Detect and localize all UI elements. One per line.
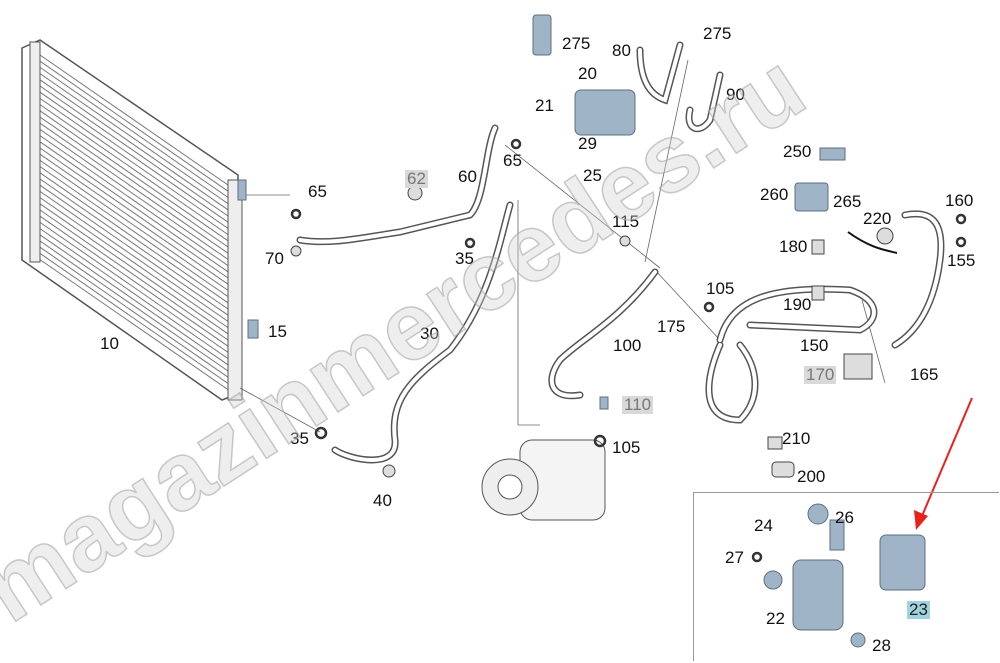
inset-box [693, 492, 999, 661]
condenser-fin [39, 85, 229, 217]
part-label[interactable]: 29 [578, 134, 597, 153]
blue-parts[interactable] [237, 14, 926, 648]
condenser-fin [39, 153, 229, 285]
part-label[interactable]: 105 [612, 438, 641, 457]
compressor-part[interactable] [481, 439, 606, 521]
part-label[interactable]: 100 [613, 336, 642, 355]
red-arrow-indicator [914, 397, 973, 530]
condenser-fin [39, 190, 229, 322]
part-label[interactable]: 165 [910, 365, 939, 384]
part-label[interactable]: 30 [420, 324, 439, 343]
part-label[interactable]: 65 [308, 182, 327, 201]
part-label[interactable]: 22 [766, 609, 785, 628]
part-label[interactable]: 90 [726, 85, 745, 104]
part-label[interactable]: 105 [706, 279, 735, 298]
condenser-fin [39, 209, 229, 341]
condenser-fin [39, 91, 229, 223]
condenser-fin [39, 215, 229, 347]
part-label-unavailable[interactable]: 170 [804, 365, 837, 384]
part-label-unavailable[interactable]: 110 [622, 395, 654, 414]
fittings[interactable] [290, 185, 894, 478]
condenser-fin [39, 135, 229, 267]
condenser-fin [39, 141, 229, 273]
part-label[interactable]: 65 [503, 151, 522, 170]
part-label[interactable]: 260 [760, 185, 789, 204]
part-label[interactable]: 20 [578, 64, 597, 83]
part-label[interactable]: 200 [797, 467, 826, 486]
condenser-fin [39, 252, 229, 384]
condenser-fin [39, 60, 229, 192]
part-label[interactable]: 15 [268, 322, 287, 341]
part-label-unavailable[interactable]: 62 [405, 169, 428, 188]
part-label[interactable]: 175 [657, 317, 686, 336]
part-label[interactable]: 150 [800, 336, 829, 355]
part-label[interactable]: 27 [725, 548, 744, 567]
condenser-fin [39, 203, 229, 335]
part-label[interactable]: 250 [783, 142, 812, 161]
part-label[interactable]: 115 [612, 212, 640, 231]
part-label[interactable]: 275 [703, 24, 732, 43]
condenser-fin [39, 128, 229, 260]
part-label[interactable]: 60 [458, 167, 477, 186]
part-label[interactable]: 10 [100, 334, 119, 353]
part-label[interactable]: 80 [612, 41, 631, 60]
part-label[interactable]: 275 [562, 34, 591, 53]
condenser-fin [39, 104, 229, 236]
part-label[interactable]: 24 [754, 516, 773, 535]
part-label[interactable]: 180 [779, 237, 808, 256]
condenser-fin [39, 221, 229, 353]
part-label[interactable]: 26 [835, 508, 854, 527]
condenser-fin [39, 228, 229, 360]
condenser-fin [39, 246, 229, 378]
part-label[interactable]: 28 [872, 636, 891, 655]
part-label[interactable]: 265 [833, 192, 862, 211]
part-label[interactable]: 21 [535, 96, 554, 115]
part-label-highlighted[interactable]: 23 [907, 600, 930, 619]
part-label[interactable]: 35 [455, 249, 474, 268]
condenser-fin [39, 166, 229, 298]
condenser-fin [39, 122, 229, 254]
condenser-fin [39, 116, 229, 248]
part-label[interactable]: 220 [863, 209, 892, 228]
condenser-fin [39, 110, 229, 242]
leader-lines [239, 59, 886, 433]
part-label[interactable]: 40 [373, 491, 392, 510]
condenser-part[interactable] [21, 39, 243, 401]
part-label[interactable]: 35 [290, 429, 309, 448]
condenser-fin [39, 147, 229, 279]
condenser-fin [39, 234, 229, 366]
condenser-fin [39, 97, 229, 229]
condenser-fin [39, 184, 229, 316]
part-label[interactable]: 210 [782, 429, 811, 448]
part-label[interactable]: 25 [583, 166, 602, 185]
condenser-fin [39, 66, 229, 198]
part-label[interactable]: 70 [265, 249, 284, 268]
condenser-fin [39, 172, 229, 304]
condenser-fin [39, 178, 229, 310]
condenser-fin [39, 159, 229, 291]
seal-rings[interactable] [290, 138, 967, 563]
part-label[interactable]: 155 [947, 251, 976, 270]
part-label[interactable]: 190 [783, 295, 812, 314]
part-label[interactable]: 160 [945, 191, 974, 210]
condenser-fin [39, 259, 229, 391]
condenser-fin [39, 197, 229, 329]
condenser-fin [39, 79, 229, 211]
condenser-fin [39, 54, 229, 186]
condenser-fin [39, 240, 229, 372]
condenser-fin [39, 73, 229, 205]
